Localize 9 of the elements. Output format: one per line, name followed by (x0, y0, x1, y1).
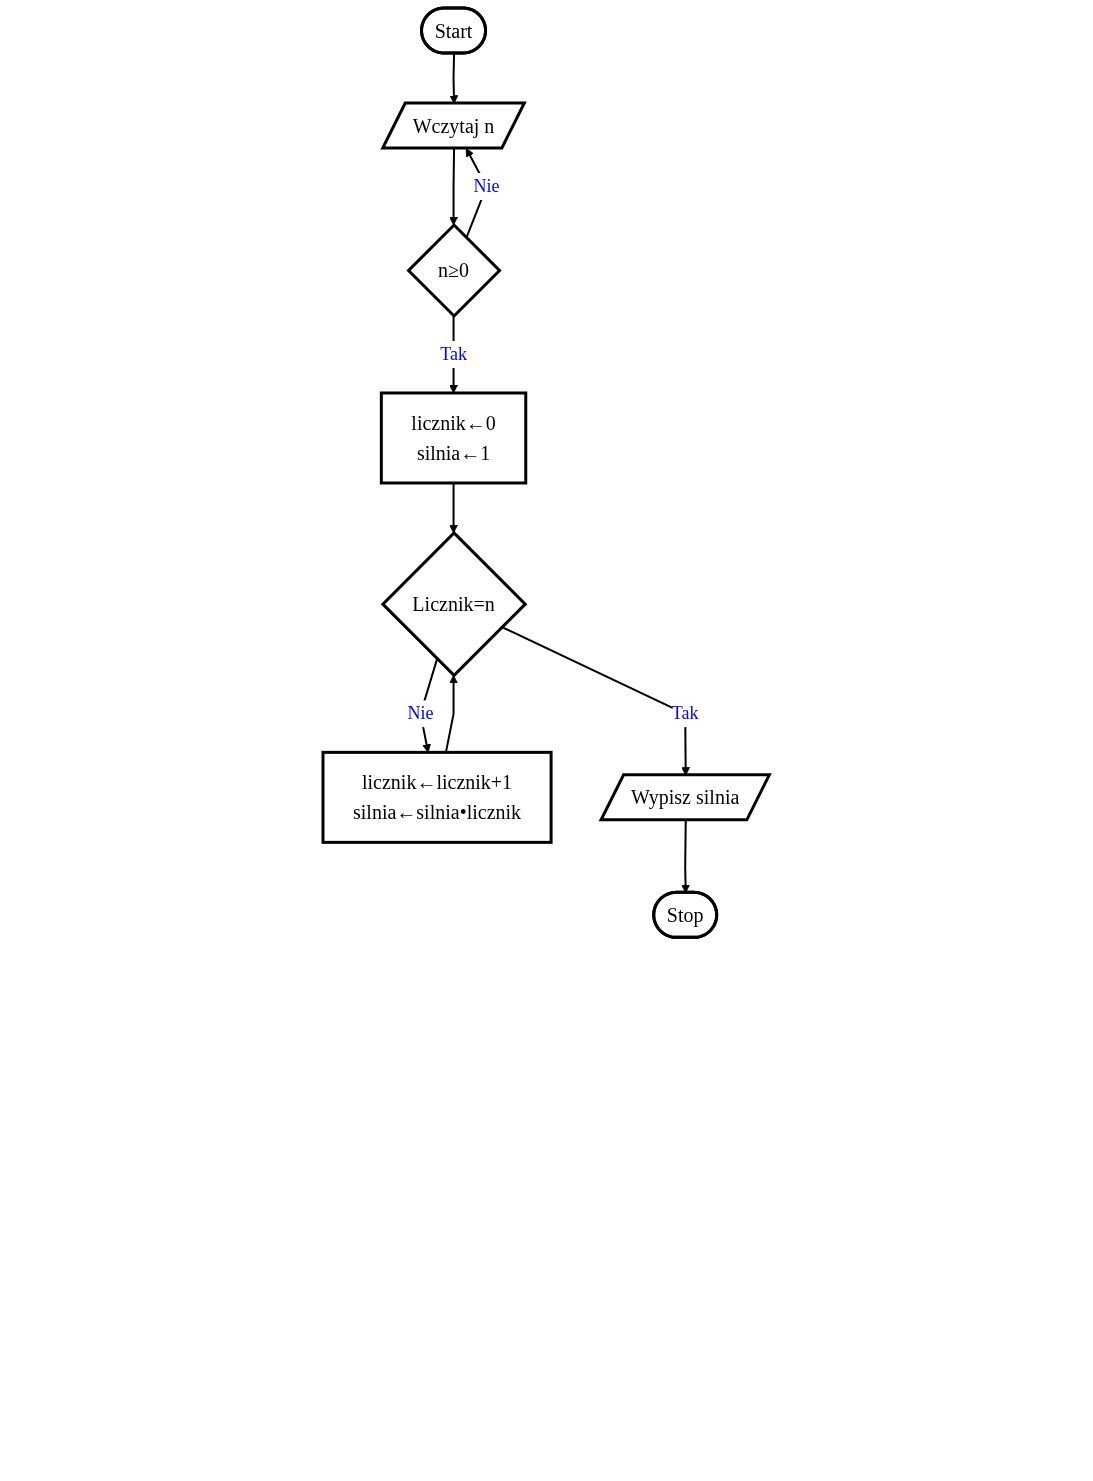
edge-label: Nie (407, 703, 434, 724)
node-box: licznik←licznik+1 silnia←silnia•licznik (321, 750, 553, 844)
node-diamond: n≥0 (406, 222, 502, 319)
node-diamond: Licznik=n (381, 530, 528, 678)
edge-label: Tak (440, 343, 468, 364)
edge-label: Nie (473, 176, 500, 196)
arrow (449, 482, 459, 534)
edge-label: Tak (672, 703, 699, 724)
node-box: licznik←0 silnia←1 (380, 391, 528, 485)
